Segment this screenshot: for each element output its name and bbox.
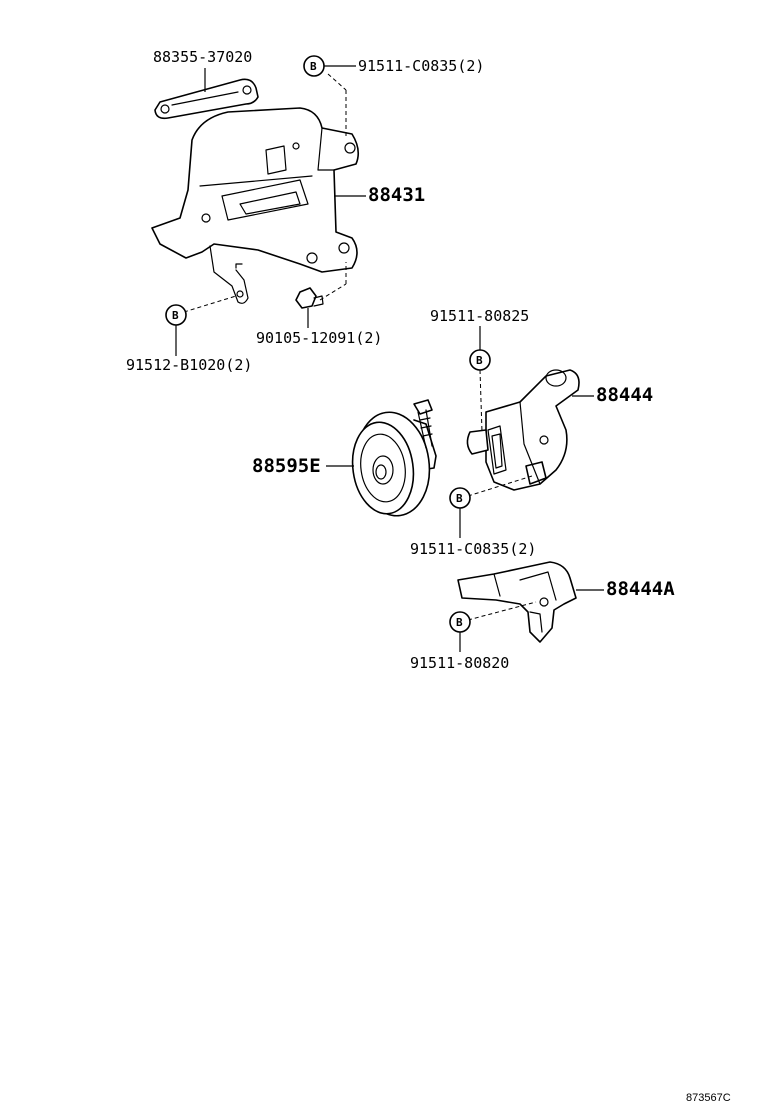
marker-b-lower-letter: B xyxy=(456,492,463,505)
marker-b-left-letter: B xyxy=(172,309,179,322)
dash-bolt-left xyxy=(183,295,237,313)
label-small-bracket: 88444A xyxy=(606,578,675,600)
small-bracket-part[interactable] xyxy=(457,561,577,643)
adjust-bracket-part[interactable] xyxy=(466,369,580,491)
link-rod-part[interactable] xyxy=(154,78,259,120)
label-link-rod: 88355-37020 xyxy=(153,48,252,66)
label-bolt-bottom: 91511-80820 xyxy=(410,654,509,672)
label-bolt-top: 91511-C0835(2) xyxy=(358,57,484,75)
stud-bolt-part[interactable] xyxy=(295,287,324,309)
label-adjust-bracket: 88444 xyxy=(596,384,653,406)
dash-stud-a xyxy=(319,283,347,301)
label-stud-bolt: 90105-12091(2) xyxy=(256,329,382,347)
marker-b-bottom-letter: B xyxy=(456,616,463,629)
label-main-bracket: 88431 xyxy=(368,184,425,206)
marker-b-mid-letter: B xyxy=(476,354,483,367)
dash-bolt-top-a xyxy=(327,73,347,91)
dash-bolt-mid xyxy=(479,369,483,433)
marker-b-top-letter: B xyxy=(310,60,317,73)
dash-bolt-bottom xyxy=(467,601,537,621)
label-bolt-left: 91512-B1020(2) xyxy=(126,356,252,374)
label-bolt-mid: 91511-80825 xyxy=(430,307,529,325)
label-idler-pulley: 88595E xyxy=(252,455,321,477)
label-bolt-lower: 91511-C0835(2) xyxy=(410,540,536,558)
figure-code: 873567C xyxy=(686,1092,731,1104)
main-bracket-part[interactable] xyxy=(151,107,360,304)
idler-pulley-part[interactable] xyxy=(347,399,437,521)
